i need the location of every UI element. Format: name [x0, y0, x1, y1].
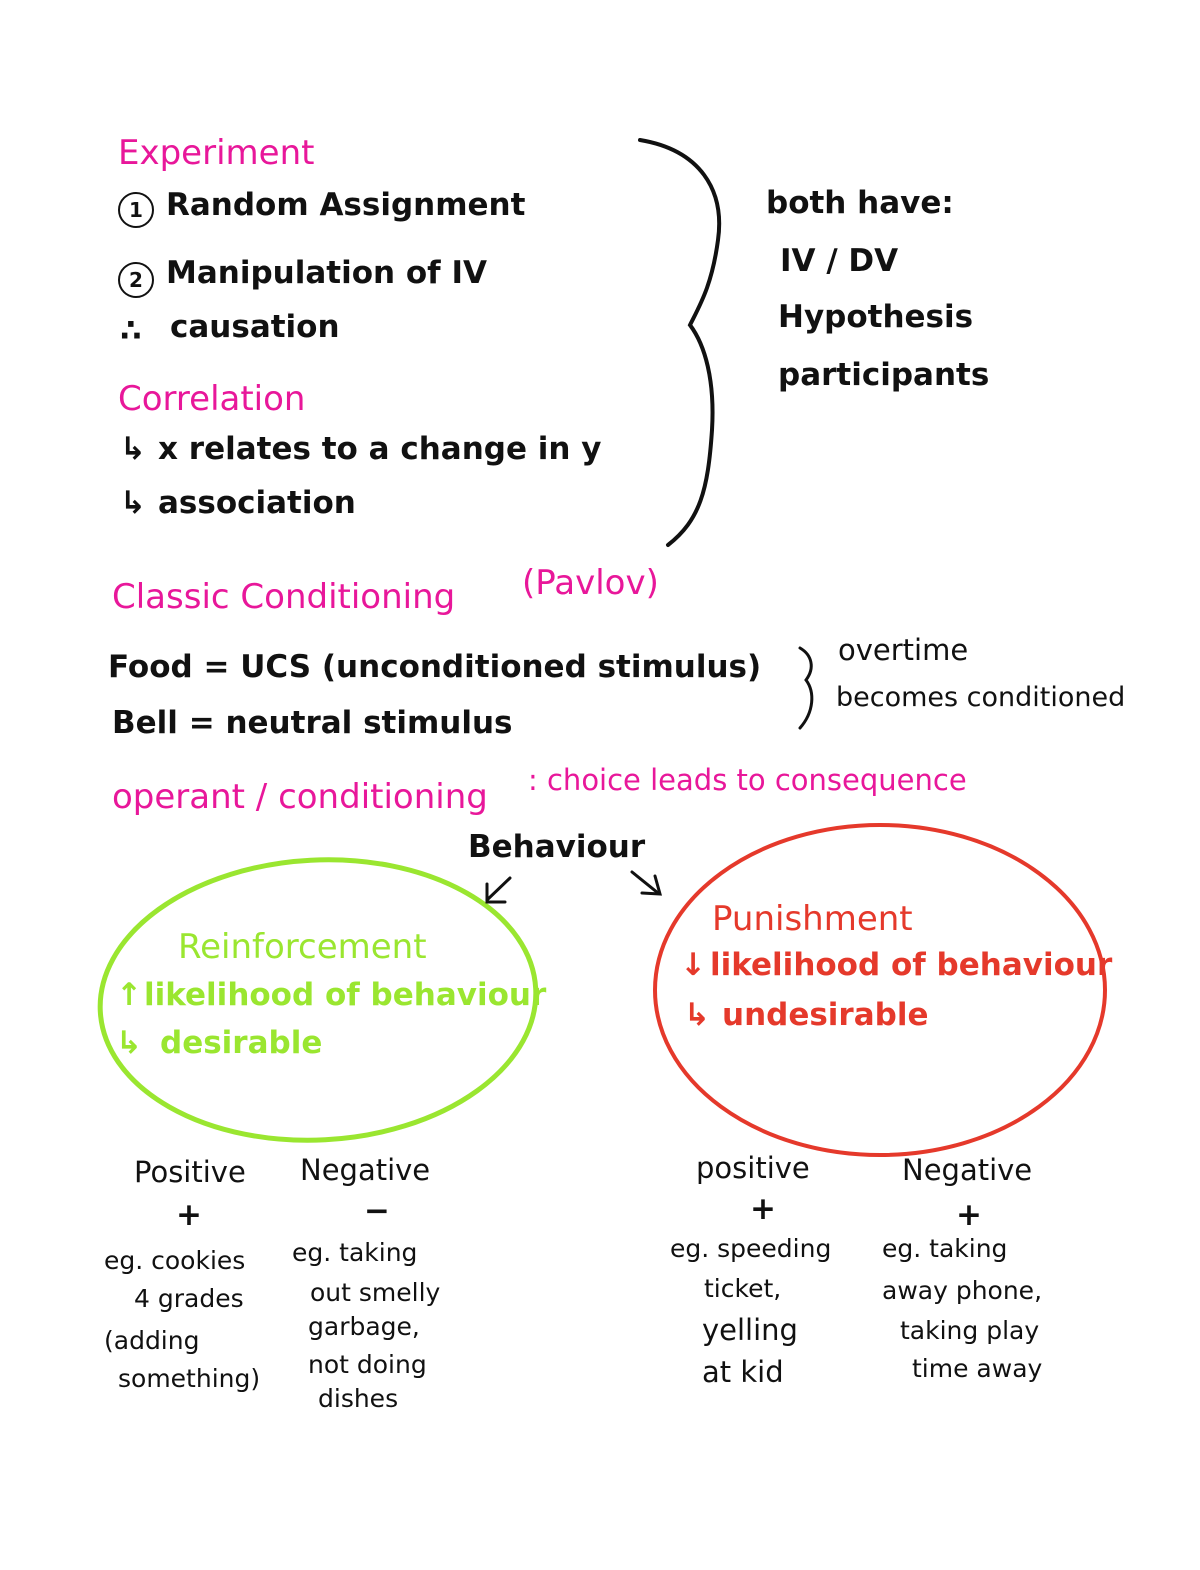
classic-line-bell: Bell = neutral stimulus — [112, 705, 513, 741]
punishment-circle — [653, 823, 1107, 1157]
classic-heading: Classic Conditioning — [112, 577, 456, 617]
reinforcement-positive-example: something) — [118, 1364, 261, 1393]
arrow-left-icon — [485, 876, 512, 904]
therefore-symbol: ∴ — [120, 313, 142, 349]
reinforcement-positive-example: (adding — [104, 1326, 200, 1355]
classic-note-overtime: overtime — [838, 633, 969, 667]
punishment-negative-example: time away — [912, 1354, 1043, 1383]
both-have-item-hypothesis: Hypothesis — [778, 299, 974, 335]
punishment-negative-label: Negative — [902, 1153, 1033, 1187]
reinforcement-positive-example: 4 grades — [134, 1284, 244, 1313]
reinforcement-negative-label: Negative — [300, 1153, 431, 1187]
correlation-heading: Correlation — [118, 379, 306, 419]
reinforcement-positive-sign: + — [176, 1197, 202, 1233]
reinforcement-negative-example: dishes — [318, 1384, 399, 1413]
arrow-icon: ↳ — [120, 485, 146, 521]
punishment-positive-example: yelling — [702, 1313, 798, 1347]
reinforcement-line-text: likelihood of behaviour — [144, 977, 547, 1013]
punishment-positive-label: positive — [696, 1151, 810, 1185]
punishment-positive-example: eg. speeding — [670, 1234, 832, 1263]
reinforcement-line-text: desirable — [160, 1025, 323, 1061]
reinforcement-negative-example: out smelly — [310, 1278, 441, 1307]
punishment-negative-example: away phone, — [882, 1276, 1043, 1305]
classic-attribution: (Pavlov) — [522, 563, 659, 603]
experiment-item-label: Random Assignment — [166, 187, 526, 223]
up-arrow-icon: ↑ — [116, 977, 142, 1013]
correlation-point-text: association — [158, 485, 356, 521]
classic-note-conditioned: becomes conditioned — [836, 682, 1126, 713]
number-marker: 1 — [118, 192, 154, 228]
operant-heading: operant / conditioning — [112, 777, 488, 817]
both-have-heading: both have: — [766, 185, 954, 221]
punishment-negative-example: taking play — [900, 1316, 1040, 1345]
reinforcement-positive-label: Positive — [134, 1155, 246, 1189]
down-arrow-icon: ↓ — [680, 947, 706, 983]
classic-line-food: Food = UCS (unconditioned stimulus) — [108, 649, 762, 685]
arrow-right-icon — [630, 870, 663, 896]
reinforcement-negative-example: garbage, — [308, 1312, 420, 1341]
arrow-icon: ↳ — [684, 997, 710, 1033]
conclusion-text: causation — [170, 309, 340, 345]
both-have-item-ivdv: IV / DV — [780, 243, 899, 279]
reinforcement-positive-example: eg. cookies — [104, 1246, 246, 1275]
experiment-heading: Experiment — [118, 133, 315, 173]
punishment-title: Punishment — [712, 899, 913, 939]
punishment-negative-sign: + — [956, 1197, 982, 1233]
punishment-positive-example: ticket, — [704, 1274, 782, 1303]
arrow-icon: ↳ — [116, 1025, 142, 1061]
experiment-item-label: Manipulation of IV — [166, 255, 487, 291]
reinforcement-title: Reinforcement — [178, 927, 427, 967]
punishment-line-text: likelihood of behaviour — [710, 947, 1113, 983]
punishment-positive-example: at kid — [702, 1355, 784, 1389]
reinforcement-negative-sign: − — [364, 1193, 390, 1229]
arrow-icon: ↳ — [120, 431, 146, 467]
both-have-item-participants: participants — [778, 357, 990, 393]
reinforcement-negative-example: eg. taking — [292, 1238, 418, 1267]
number-marker: 2 — [118, 262, 154, 298]
operant-description: : choice leads to consequence — [528, 763, 967, 797]
correlation-point-text: x relates to a change in y — [158, 431, 602, 467]
punishment-positive-sign: + — [750, 1191, 776, 1227]
behaviour-label: Behaviour — [468, 829, 646, 865]
punishment-line-text: undesirable — [722, 997, 929, 1033]
punishment-negative-example: eg. taking — [882, 1234, 1008, 1263]
small-brace — [798, 646, 814, 730]
reinforcement-negative-example: not doing — [308, 1350, 427, 1379]
large-brace — [638, 138, 722, 547]
